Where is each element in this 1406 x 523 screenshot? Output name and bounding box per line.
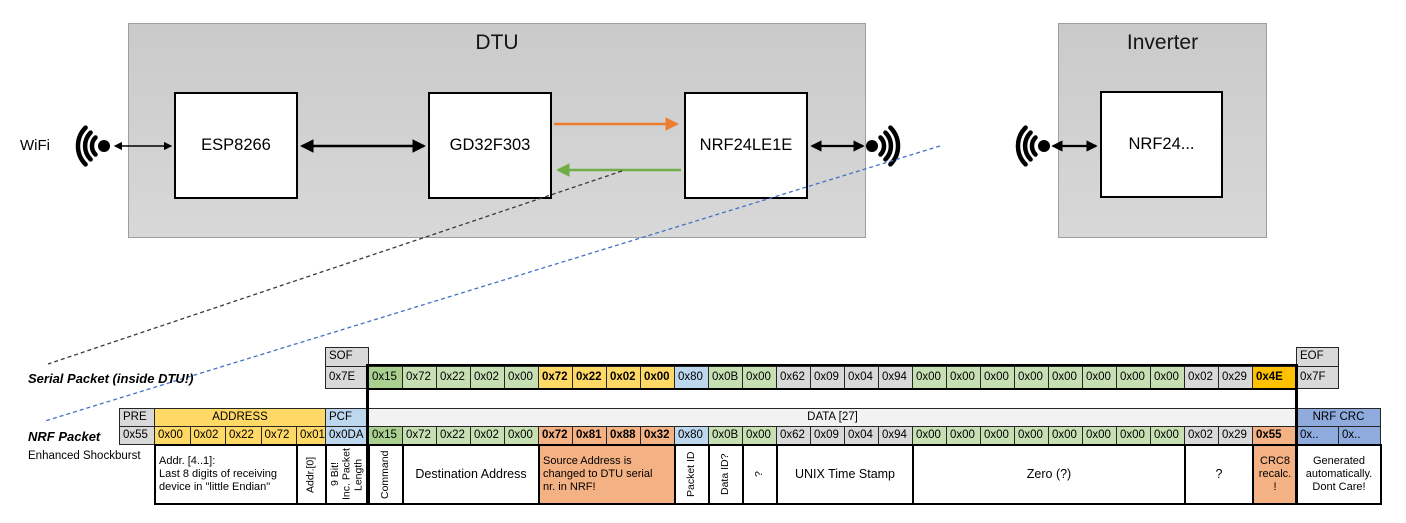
nrf-byte-cell: 0x88 — [606, 426, 641, 445]
header-pcf: PCF — [325, 408, 369, 427]
annotation-cell: 9 Bit! Inc. Packet Length — [325, 444, 370, 505]
chip-esp8266-label: ESP8266 — [201, 136, 271, 154]
header-pre: PRE — [119, 408, 155, 427]
header-address: ADDRESS — [154, 408, 326, 427]
serial-byte-cell: 0x00 — [504, 366, 539, 389]
nrf-byte-cell: 0x00 — [504, 426, 539, 445]
nrf-byte-cell: 0x0B — [708, 426, 743, 445]
nrf-byte-cell: 0x72 — [402, 426, 437, 445]
nrf-byte-cell: 0x00 — [1014, 426, 1049, 445]
nrf-byte-cell: 0x02 — [189, 426, 226, 445]
annotation-cell: Zero (?) — [912, 444, 1186, 505]
annotation-cell: ? — [1184, 444, 1254, 505]
annotation-cell: Addr. [4..1]: Last 8 digits of receiving… — [154, 444, 298, 505]
enhanced-shockburst-label: Enhanced Shockburst — [28, 450, 141, 462]
serial-byte-cell: 0x72 — [402, 366, 437, 389]
nrf-byte-cell: 0x32 — [640, 426, 675, 445]
nrf-byte-cell: 0x00 — [912, 426, 947, 445]
nrf-byte-cell: 0x00 — [1150, 426, 1185, 445]
chip-nrf24le1e-label: NRF24LE1E — [699, 136, 793, 154]
annotation-row: Addr. [4..1]: Last 8 digits of receiving… — [154, 444, 1382, 505]
nrf-byte-cell: 0x00 — [980, 426, 1015, 445]
nrf-byte-cell: 0x.. — [1338, 426, 1381, 445]
nrf-byte-cell: 0x01 — [296, 426, 326, 445]
nrf-packet-label: NRF Packet — [28, 429, 101, 444]
nrf-byte-cell: 0x62 — [776, 426, 811, 445]
nrf-byte-cell: 0x00 — [946, 426, 981, 445]
serial-byte-cell: 0x22 — [572, 366, 607, 389]
wifi-icon-dtu-left — [78, 128, 110, 165]
nrf-byte-cell: 0x00 — [1082, 426, 1117, 445]
serial-packet-label: Serial Packet (inside DTU!) — [28, 371, 194, 386]
nrf-byte-cell: 0x22 — [225, 426, 262, 445]
annotation-cell: UNIX Time Stamp — [776, 444, 914, 505]
nrf-byte-cell: 0x00 — [1116, 426, 1151, 445]
nrf-byte-cell: 0x72 — [538, 426, 573, 445]
nrf-byte-cell: 0x55 — [1252, 426, 1297, 445]
inverter-title: Inverter — [1126, 31, 1199, 54]
annotation-cell: Command — [368, 444, 404, 505]
nrf-byte-cell: 0x00 — [742, 426, 777, 445]
left-connector-line — [366, 364, 369, 505]
serial-byte-cell: 0x72 — [538, 366, 573, 389]
annotation-cell: Generated automatically. Dont Care! — [1296, 444, 1382, 505]
chip-nrf24-inverter: NRF24... — [1100, 91, 1223, 198]
header-sof: SOF — [325, 347, 369, 367]
right-connector-line — [1295, 364, 1298, 505]
inverter-panel: Inverter — [1058, 23, 1267, 238]
wifi-icon-dtu-right — [866, 128, 898, 165]
wifi-label: WiFi — [20, 137, 50, 154]
nrf-byte-cell: 0x0DA — [325, 426, 369, 445]
chip-esp8266: ESP8266 — [174, 92, 298, 199]
nrf-byte-cell: 0x80 — [674, 426, 709, 445]
nrf-byte-cell: 0x81 — [572, 426, 607, 445]
serial-byte-cell: 0x94 — [878, 366, 913, 389]
nrf-byte-cell: 0x29 — [1218, 426, 1253, 445]
annotation-cell: Packet ID — [674, 444, 710, 505]
serial-byte-cell: 0x7F — [1296, 366, 1339, 389]
serial-byte-cell: 0x00 — [1082, 366, 1117, 389]
serial-byte-cell: 0x00 — [1014, 366, 1049, 389]
header-eof: EOF — [1296, 347, 1339, 367]
nrf-byte-cell: 0x00 — [154, 426, 191, 445]
chip-gd32f303: GD32F303 — [428, 92, 552, 199]
nrf-byte-cell: 0x55 — [119, 426, 155, 445]
nrf-byte-cell: 0x94 — [878, 426, 913, 445]
annotation-cell: Destination Address — [402, 444, 540, 505]
chip-nrf24le1e: NRF24LE1E — [684, 92, 808, 199]
nrf-byte-cell: 0x72 — [260, 426, 297, 445]
header-data: DATA [27] — [368, 408, 1297, 427]
serial-byte-cell: 0x15 — [368, 366, 403, 389]
annotation-cell: Addr.[0] — [296, 444, 327, 505]
nrf-byte-cell: 0x22 — [436, 426, 471, 445]
nrf-byte-cell: 0x02 — [470, 426, 505, 445]
dtu-title: DTU — [475, 31, 519, 54]
nrf-byte-cell: 0x04 — [844, 426, 879, 445]
nrf-byte-cell: 0x.. — [1296, 426, 1339, 445]
wifi-icon-inverter — [1018, 128, 1050, 165]
annotation-cell: Data ID? — [708, 444, 744, 505]
nrf-byte-cell: 0x09 — [810, 426, 845, 445]
chip-gd32f303-label: GD32F303 — [449, 136, 531, 154]
nrf-byte-cell: 0x00 — [1048, 426, 1083, 445]
serial-data-outline — [366, 364, 1298, 390]
header-nrf-crc: NRF CRC — [1296, 408, 1381, 427]
annotation-cell: CRC8 recalc. ! — [1252, 444, 1298, 505]
annotation-cell: Source Address is changed to DTU serial … — [538, 444, 676, 505]
serial-byte-cell: 0x22 — [436, 366, 471, 389]
chip-nrf24-inverter-label: NRF24... — [1128, 135, 1195, 153]
nrf-byte-cell: 0x02 — [1184, 426, 1219, 445]
nrf-byte-cell: 0x15 — [368, 426, 403, 445]
annotation-cell: ? — [742, 444, 778, 505]
serial-byte-cell: 0x7E — [325, 366, 369, 389]
